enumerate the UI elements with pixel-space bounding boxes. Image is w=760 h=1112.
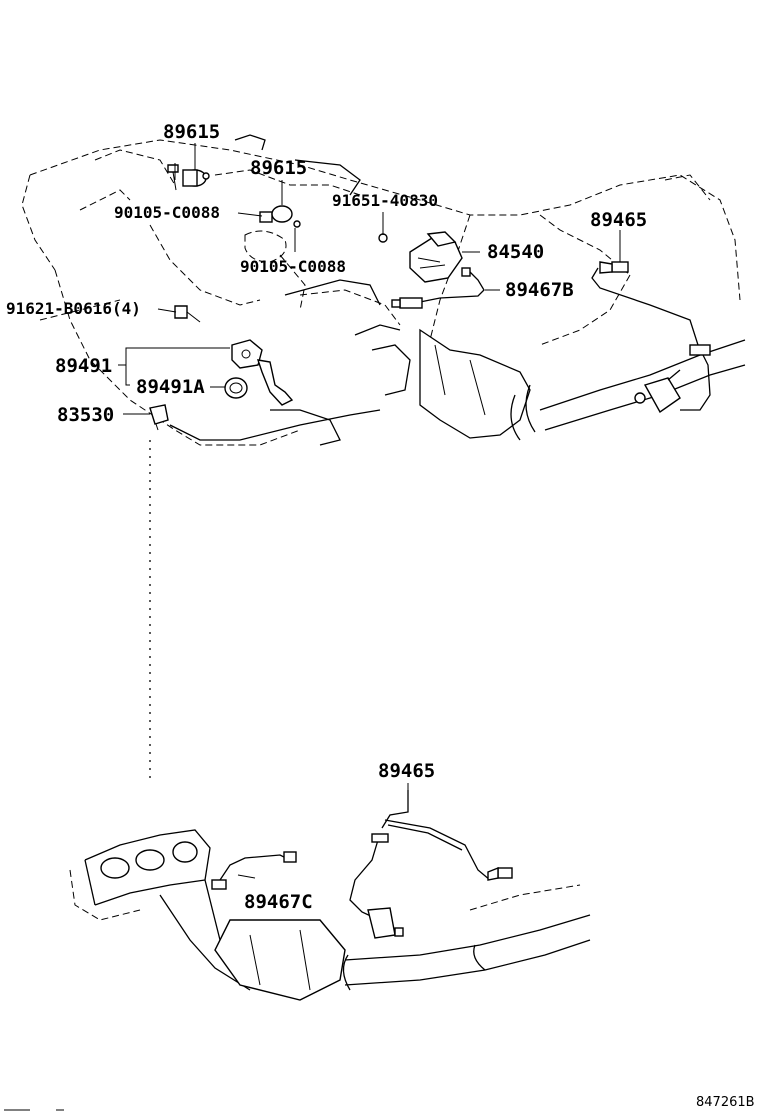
sensor-89465-upper	[591, 261, 711, 414]
label-90105-a: 90105-C0088	[114, 203, 220, 222]
knock-sensor-a	[182, 169, 210, 187]
diagram-code: 847261B	[696, 1095, 755, 1110]
switch-83530	[149, 404, 169, 431]
sensor-89465-lower	[349, 790, 513, 939]
bolt-icon	[167, 164, 179, 191]
label-89615-a: 89615	[163, 121, 220, 143]
bolt-91621	[174, 305, 201, 323]
leader-lines	[118, 143, 621, 879]
upper-exhaust-pipe	[354, 324, 746, 441]
label-90105-b: 90105-C0088	[240, 257, 346, 276]
label-89467C: 89467C	[244, 891, 313, 913]
label-89615-b: 89615	[250, 157, 307, 179]
lower-engine-outline	[169, 134, 381, 446]
exhaust-manifold	[69, 829, 346, 1001]
oxygen-sensor-89467B	[391, 271, 485, 309]
bracket-89491	[231, 339, 294, 406]
knock-sensor-b	[259, 205, 301, 228]
label-89491A: 89491A	[136, 376, 205, 398]
label-89491: 89491	[55, 355, 112, 377]
gasket-89491A	[224, 377, 248, 399]
oxygen-sensor-89467C	[211, 851, 297, 890]
label-84540: 84540	[487, 241, 544, 263]
engine-outline	[21, 139, 741, 446]
lower-exhaust-pipe	[342, 884, 591, 991]
label-83530: 83530	[57, 404, 114, 426]
label-91621: 91621-B0616(4)	[6, 299, 141, 318]
label-89465-top: 89465	[590, 209, 647, 231]
label-91651: 91651-40830	[332, 191, 438, 210]
label-89465-bottom: 89465	[378, 760, 435, 782]
sensor-84540	[378, 231, 471, 283]
label-89467B: 89467B	[505, 279, 574, 301]
